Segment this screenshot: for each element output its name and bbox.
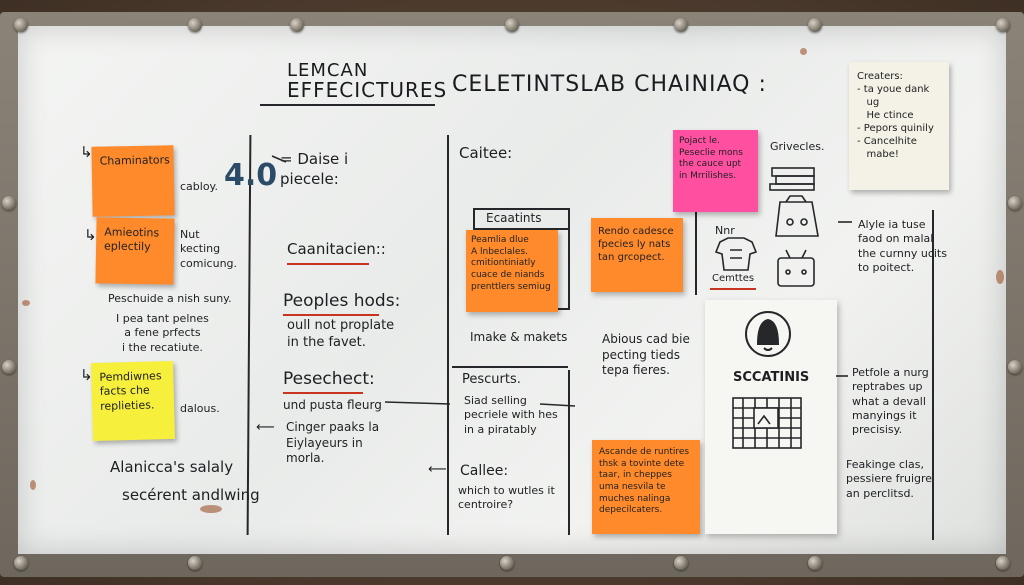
sticky-note-ascande[interactable]: Ascande de runtires thsk a tovinte dete … [592, 440, 700, 534]
box-divider [473, 228, 568, 230]
col3-text-4: Callee: [460, 463, 509, 479]
bolt [188, 556, 202, 570]
col2-text-2: Peoples hods: [283, 291, 401, 311]
title-line-1: LEMCAN [287, 60, 369, 81]
bolt [808, 18, 822, 32]
bolt [996, 18, 1010, 32]
image-grid-icon [732, 397, 802, 449]
box-label: Ecaatints [486, 211, 542, 225]
col2-text-6: Cinger paaks la Eiylayeurs in morla. [286, 420, 380, 466]
bolt [1008, 360, 1022, 374]
arrow-mark: ↳ [80, 366, 93, 384]
bolt [2, 360, 16, 374]
bolt [505, 18, 519, 32]
col3-text-3: Siad selling pecriele with hes in a pira… [464, 394, 558, 436]
note-side-text: dalous. [180, 402, 220, 415]
col3-text-2: Pescurts. [462, 372, 521, 387]
title-underline [260, 104, 435, 106]
col1-text-4: secérent andlwing [122, 486, 260, 504]
arrow-mark: ⟵ [256, 420, 275, 435]
sticky-note-pojact[interactable]: Pojact le. Peseclie mons the cauce upt i… [673, 130, 758, 212]
divider-4 [695, 135, 697, 295]
note-side-text: Nut kecting comicung. [180, 228, 238, 270]
bag-icon [775, 195, 819, 237]
col5-text-1: Alyle ia tuse faod on malal the curnny u… [858, 218, 947, 274]
icon-label: Cemttes [712, 273, 755, 284]
bolt [996, 556, 1010, 570]
bolt [674, 556, 688, 570]
rust-spot [22, 300, 30, 306]
bell-icon [745, 311, 791, 357]
col2-text-5: und pusta fleurg [283, 398, 382, 412]
col3-heading: Caitee: [459, 144, 513, 162]
books-icon [769, 167, 815, 191]
big-label: = Daise i piecele: [280, 150, 349, 188]
col5-text-3: Feakinge clas, pessiere fruigre an percl… [846, 458, 933, 500]
red-underline [287, 263, 369, 265]
arrow-line [271, 155, 287, 163]
arrow-mark: ↳ [80, 143, 93, 161]
big-number: 4.0 [224, 158, 278, 193]
col2-text-3: oull not proplate in the favet. [287, 318, 395, 350]
red-underline [283, 314, 379, 316]
sticky-note-creaters[interactable]: Creaters: - ta youe dank ug He ctince - … [849, 62, 949, 190]
red-underline [710, 288, 756, 290]
bolt [290, 18, 304, 32]
rust-spot [30, 480, 36, 490]
divider-2 [447, 135, 449, 535]
col5-text-2: Petfole a nurg reptrabes up what a deval… [852, 366, 929, 437]
bolt [188, 18, 202, 32]
bolt [500, 556, 514, 570]
card-label: SCCATINIS [733, 370, 810, 385]
col3-text-1: Imake & makets [470, 330, 568, 344]
col1-text-1: Peschuide a nish suny. [108, 292, 232, 305]
bolt [674, 18, 688, 32]
arrow-line [384, 401, 451, 405]
right-heading: Grivecles. [770, 140, 825, 153]
divider-h [452, 366, 568, 368]
title-line-2: EFFECICTURES [287, 78, 448, 102]
arrow-mark: ⟵ [428, 462, 447, 477]
bolt [2, 196, 16, 210]
col3-text-5: which to wutles it centroire? [458, 484, 555, 512]
bolt [14, 556, 28, 570]
col1-text-2: I pea tant pelnes a fene prfects i the r… [116, 312, 209, 354]
bolt [1008, 196, 1022, 210]
col4-text-1: Abious cad bie pecting tieds tepa fieres… [602, 332, 690, 378]
rust-spot [996, 270, 1004, 284]
arrow-line [539, 403, 576, 407]
arrow-mark: ↳ [84, 226, 97, 244]
red-underline [283, 392, 363, 394]
col2-text-1: Caanitacien:: [287, 240, 386, 258]
title-line-3: CELETINTSLAB CHAINIAQ : [452, 72, 767, 97]
sticky-note-peamlia[interactable]: Peamlia dlue A lnbeclales. cmitiontiniat… [466, 230, 558, 312]
col2-text-4: Pesechect: [283, 369, 375, 389]
col1-text-3: Alanicca's salaly [110, 458, 234, 476]
rust-spot [200, 505, 222, 513]
shirt-icon [714, 237, 758, 271]
sticky-note-rendo[interactable]: Rendo cadesce fpecies ly nats tan grcope… [591, 218, 683, 292]
bolt [808, 556, 822, 570]
note-side-text: cabloy. [180, 180, 218, 193]
divider-3 [568, 370, 570, 535]
radio-icon [777, 249, 815, 287]
new-label: Nnr [715, 224, 735, 237]
bolt [14, 18, 28, 32]
rust-spot [800, 48, 807, 55]
divider-5 [932, 210, 934, 540]
